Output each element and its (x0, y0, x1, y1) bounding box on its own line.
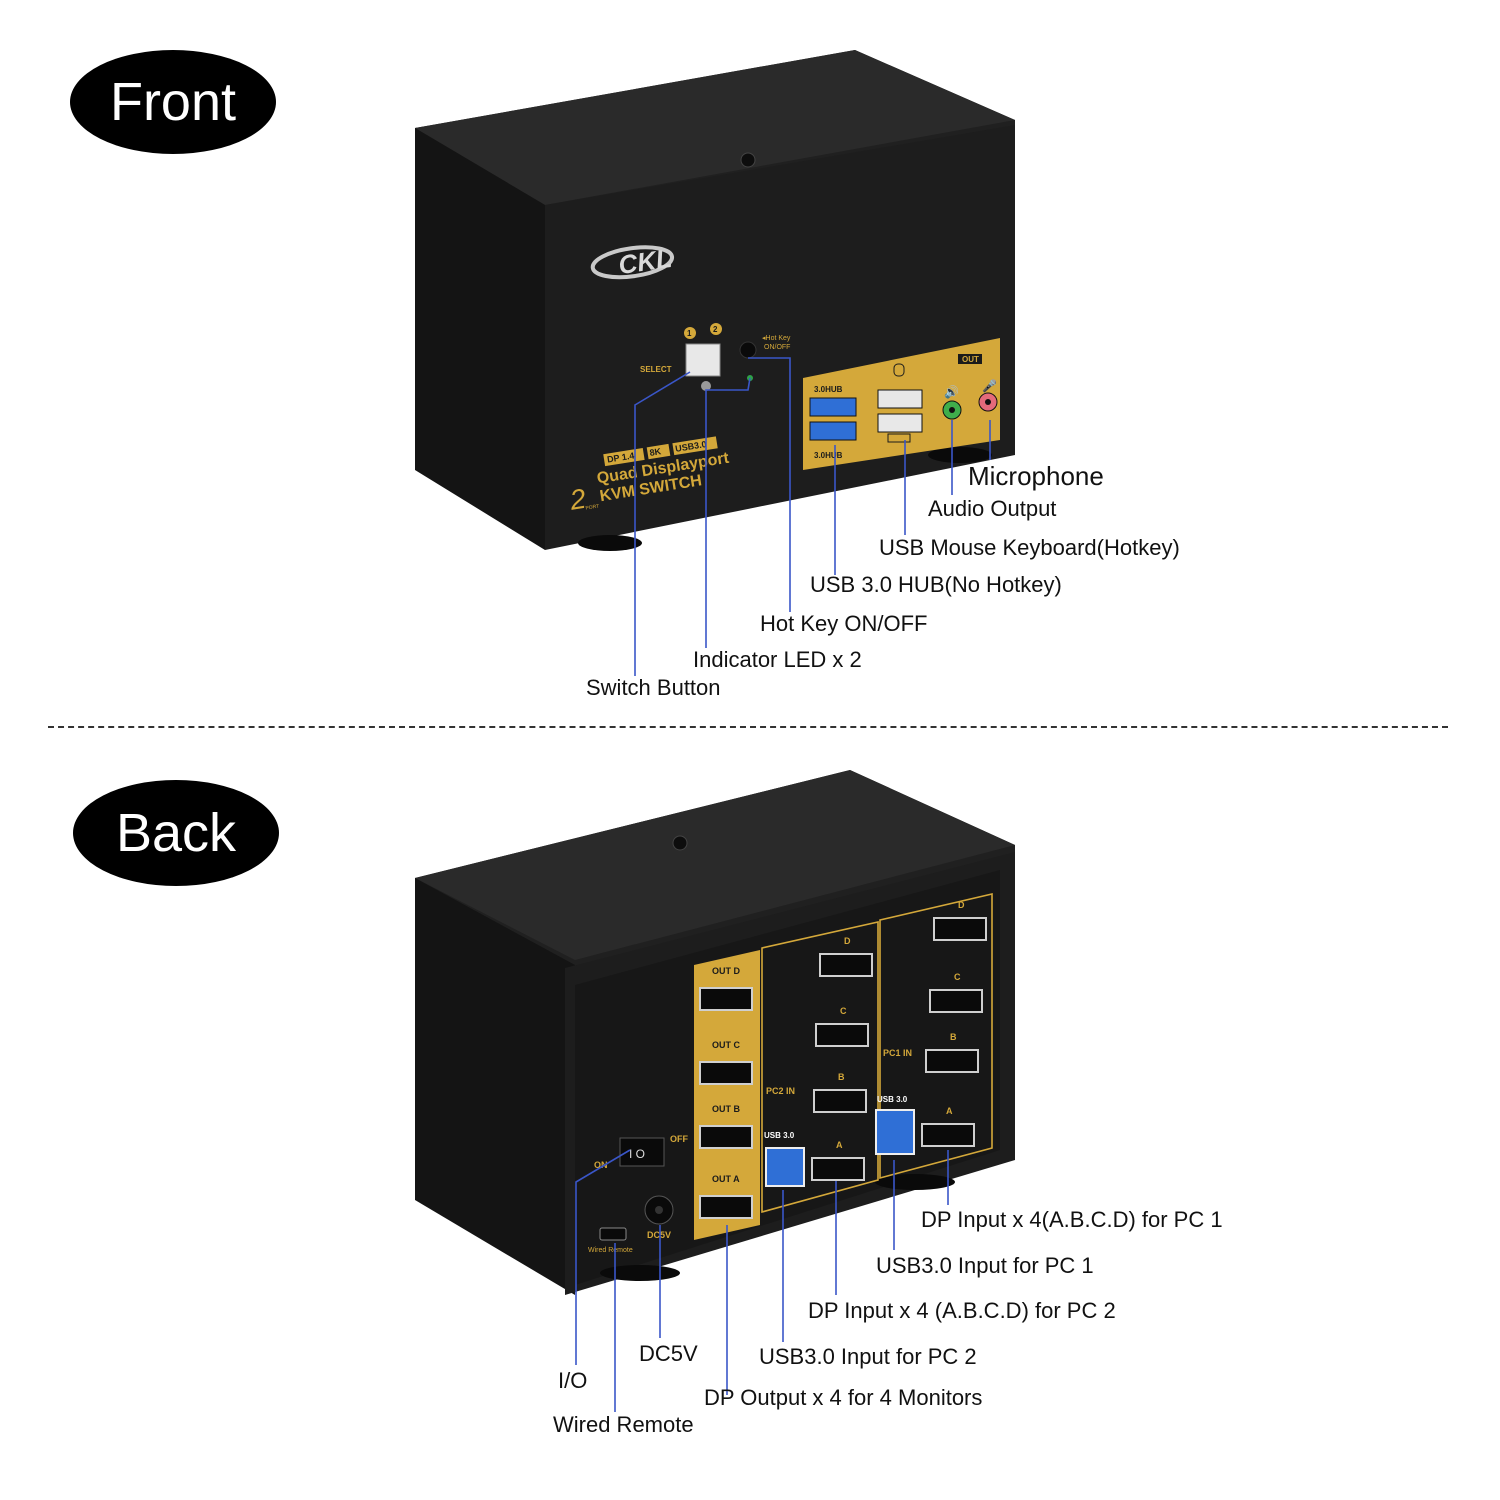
port-1-icon (684, 327, 696, 339)
keyboard-port (877, 413, 923, 433)
wired-remote-port (599, 1227, 627, 1241)
pc1-letter-b: B (950, 1032, 957, 1042)
dp-output-panel (694, 950, 760, 1240)
callout-dp-input-pc2: DP Input x 4 (A.B.C.D) for PC 2 (808, 1298, 1116, 1323)
usb-b-port-pc2 (765, 1147, 805, 1187)
svg-text:3.0HUB: 3.0HUB (814, 385, 843, 394)
mouse-icon (893, 363, 905, 377)
dp-output-port-a (699, 1195, 753, 1219)
pc2-input-panel (761, 921, 879, 1214)
lid-screw-icon (740, 152, 756, 168)
svg-text:2: 2 (567, 483, 589, 516)
callout-usb-input-pc1: USB3.0 Input for PC 1 (876, 1253, 1094, 1278)
front-device-side (415, 128, 545, 550)
callout-switch-button: Switch Button (586, 675, 721, 700)
callout-usb-input-pc2: USB3.0 Input for PC 2 (759, 1344, 977, 1369)
dp-input-pc2-port-d (819, 953, 873, 977)
svg-text:2: 2 (713, 325, 718, 334)
callout-usb-hub: USB 3.0 HUB(No Hotkey) (810, 572, 1062, 597)
dp-output-port-b (699, 1125, 753, 1149)
back-leader-lines (575, 1149, 949, 1412)
callout-wired-remote: Wired Remote (553, 1412, 694, 1437)
svg-text:CKL: CKL (617, 243, 674, 280)
dp-input-pc1-port-a (921, 1123, 975, 1147)
dp-input-pc1-port-b (925, 1049, 979, 1073)
callout-dp-input-pc1: DP Input x 4(A.B.C.D) for PC 1 (921, 1207, 1223, 1232)
callout-usb-mouse-keyboard: USB Mouse Keyboard(Hotkey) (879, 535, 1180, 560)
pc2-letter-a: A (836, 1140, 843, 1150)
svg-text:8K: 8K (649, 446, 662, 458)
dp-output-port-c (699, 1061, 753, 1085)
pc1-letter-c: C (954, 972, 961, 982)
svg-text:DP 1.4: DP 1.4 (606, 450, 635, 464)
callout-dp-output: DP Output x 4 for 4 Monitors (704, 1385, 983, 1410)
dp-output-port-d (699, 987, 753, 1011)
svg-text:ON/OFF: ON/OFF (764, 344, 790, 351)
svg-text:DC5V: DC5V (647, 1230, 671, 1240)
keyboard-icon (887, 433, 911, 443)
front-section-label: Front (70, 50, 276, 154)
usb-hub-port-2 (809, 421, 857, 441)
pc1-input-panel (879, 892, 993, 1180)
callout-hotkey: Hot Key ON/OFF (760, 611, 928, 636)
back-lid-screw-icon (672, 835, 688, 851)
svg-text:PORT: PORT (585, 504, 600, 512)
pc2-letter-b: B (838, 1072, 845, 1082)
svg-text:USB3.0: USB3.0 (675, 439, 708, 454)
svg-text:ON: ON (594, 1160, 608, 1170)
svg-text:1: 1 (687, 329, 692, 338)
svg-text:OUT: OUT (962, 355, 979, 364)
front-leader-lines (634, 357, 991, 676)
pc2-in-label: PC2 IN (766, 1086, 795, 1096)
mouse-port (877, 389, 923, 409)
callout-dc5v: DC5V (639, 1341, 698, 1366)
pc1-in-label: PC1 IN (883, 1048, 912, 1058)
switch-button[interactable] (685, 343, 721, 377)
out-label-d: OUT D (712, 966, 740, 976)
section-divider (48, 726, 1448, 728)
pc1-letter-a: A (946, 1106, 953, 1116)
ckl-logo: CKL (590, 243, 675, 280)
out-label-a: OUT A (712, 1174, 740, 1184)
out-label-b: OUT B (712, 1104, 740, 1114)
pc1-letter-d: D (958, 900, 965, 910)
svg-text:SELECT: SELECT (640, 365, 672, 374)
callout-microphone: Microphone (968, 461, 1104, 491)
dp-input-pc2-port-c (815, 1023, 869, 1047)
svg-text:◂Hot Key: ◂Hot Key (762, 335, 791, 342)
usb30-label-pc2: USB 3.0 (764, 1131, 795, 1140)
dp-input-pc2-port-a (811, 1157, 865, 1181)
indicator-led-1 (701, 381, 711, 391)
callout-io: I/O (558, 1368, 588, 1393)
speaker-icon: 🔊 (944, 384, 959, 399)
svg-text:I O: I O (629, 1147, 645, 1161)
microphone-icon: 🎤 (982, 378, 997, 393)
callout-audio-output: Audio Output (928, 496, 1057, 521)
dp-input-pc1-port-d (933, 917, 987, 941)
dp-input-pc2-port-b (813, 1089, 867, 1113)
callout-indicator-led: Indicator LED x 2 (693, 647, 862, 672)
svg-text:OFF: OFF (670, 1134, 688, 1144)
out-label-c: OUT C (712, 1040, 740, 1050)
back-device-side (415, 878, 575, 1295)
pc2-letter-d: D (844, 936, 851, 946)
svg-text:3.0HUB: 3.0HUB (814, 451, 843, 460)
port-2-icon (710, 323, 722, 335)
dp-input-pc1-port-c (929, 989, 983, 1013)
pc2-letter-c: C (840, 1006, 847, 1016)
usb-hub-port-1 (809, 397, 857, 417)
usb-b-port-pc1 (875, 1109, 915, 1155)
usb30-label-pc1: USB 3.0 (877, 1095, 908, 1104)
svg-text:Wired Remote: Wired Remote (588, 1247, 633, 1254)
back-section-label: Back (73, 780, 279, 886)
